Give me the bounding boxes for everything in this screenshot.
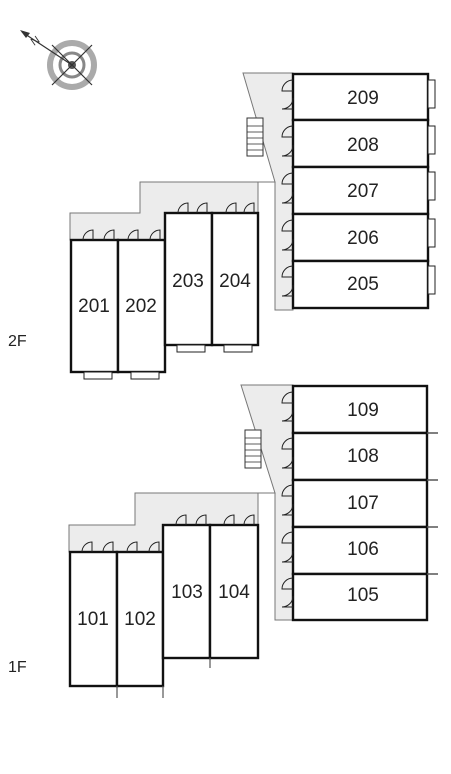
corridor-2f bbox=[69, 72, 294, 311]
unit-label: 207 bbox=[347, 181, 379, 202]
unit-label: 102 bbox=[124, 609, 156, 630]
unit-label: 201 bbox=[78, 296, 110, 317]
stairs-icon bbox=[244, 429, 262, 469]
unit-204: 204 bbox=[210, 211, 260, 347]
unit-label: 203 bbox=[172, 271, 204, 292]
svg-text:N: N bbox=[29, 34, 42, 48]
unit-101: 101 bbox=[68, 550, 119, 688]
unit-107: 107 bbox=[291, 478, 429, 529]
unit-label: 205 bbox=[347, 274, 379, 295]
unit-104: 104 bbox=[208, 523, 260, 660]
unit-108: 108 bbox=[291, 431, 429, 482]
unit-105: 105 bbox=[291, 572, 429, 622]
door-swing-icon bbox=[81, 514, 255, 553]
unit-209: 209 bbox=[291, 72, 430, 122]
unit-label: 202 bbox=[125, 296, 157, 317]
unit-206: 206 bbox=[291, 212, 430, 263]
corridor-1f bbox=[68, 384, 294, 621]
floor-label: 2F bbox=[8, 333, 27, 350]
floor-label: 1F bbox=[8, 659, 27, 676]
unit-205: 205 bbox=[291, 259, 430, 310]
unit-109: 109 bbox=[291, 384, 429, 435]
unit-label: 101 bbox=[77, 609, 109, 630]
stairs-icon bbox=[246, 117, 264, 157]
balcony-bottom-2f bbox=[83, 344, 253, 380]
door-swing-icon bbox=[281, 79, 294, 297]
unit-102: 102 bbox=[115, 550, 165, 688]
floor-1f: 109 108 107 106 105 bbox=[8, 384, 438, 698]
door-swing-icon bbox=[82, 202, 255, 241]
unit-label: 108 bbox=[347, 446, 379, 467]
unit-label: 109 bbox=[347, 400, 379, 421]
balcony-right-2f bbox=[427, 79, 436, 295]
unit-label: 104 bbox=[218, 582, 250, 603]
unit-label: 106 bbox=[347, 539, 379, 560]
wall-ticks-right-1f bbox=[427, 432, 438, 575]
unit-label: 103 bbox=[171, 582, 203, 603]
unit-103: 103 bbox=[161, 523, 212, 660]
unit-208: 208 bbox=[291, 118, 430, 169]
compass-north-icon: N bbox=[20, 30, 97, 90]
unit-label: 206 bbox=[347, 228, 379, 249]
unit-label: 209 bbox=[347, 88, 379, 109]
unit-label: 105 bbox=[347, 585, 379, 606]
unit-201: 201 bbox=[69, 238, 120, 374]
unit-207: 207 bbox=[291, 165, 430, 216]
unit-203: 203 bbox=[163, 211, 214, 347]
unit-106: 106 bbox=[291, 525, 429, 576]
unit-label: 107 bbox=[347, 493, 379, 514]
wall-ticks-bottom-1f bbox=[116, 658, 211, 698]
floor-2f: 209 208 207 206 205 bbox=[8, 72, 436, 380]
door-swing-icon bbox=[281, 391, 294, 608]
unit-label: 208 bbox=[347, 135, 379, 156]
unit-202: 202 bbox=[116, 238, 167, 374]
unit-label: 204 bbox=[219, 271, 251, 292]
